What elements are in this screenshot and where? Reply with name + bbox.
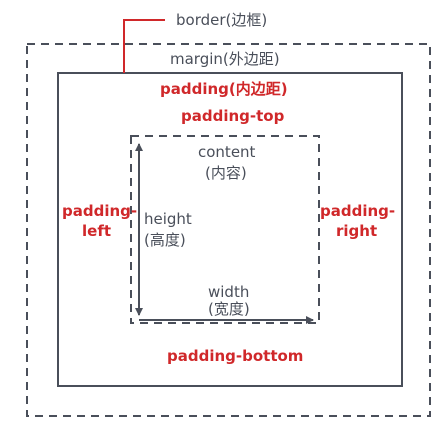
border-pointer-line bbox=[123, 19, 165, 73]
padding-label: padding(内边距) bbox=[160, 80, 288, 98]
border-box bbox=[57, 72, 403, 387]
padding-left-label-line2: left bbox=[82, 222, 111, 240]
padding-left-label-line1: padding- bbox=[62, 202, 137, 220]
padding-bottom-label: padding-bottom bbox=[167, 347, 303, 365]
content-label: content bbox=[198, 143, 256, 161]
height-cn-label: (高度) bbox=[144, 231, 186, 249]
content-cn-label: (内容) bbox=[205, 164, 247, 182]
border-label: border(边框) bbox=[176, 11, 267, 29]
padding-top-label: padding-top bbox=[181, 107, 285, 125]
content-box bbox=[130, 135, 320, 324]
margin-label: margin(外边距) bbox=[170, 50, 280, 68]
width-label: width bbox=[208, 283, 249, 301]
padding-right-label-line2: right bbox=[336, 222, 377, 240]
height-label: height bbox=[144, 210, 192, 228]
padding-right-label-line1: padding- bbox=[320, 202, 395, 220]
margin-box bbox=[26, 43, 431, 417]
width-cn-label: (宽度) bbox=[208, 300, 250, 318]
